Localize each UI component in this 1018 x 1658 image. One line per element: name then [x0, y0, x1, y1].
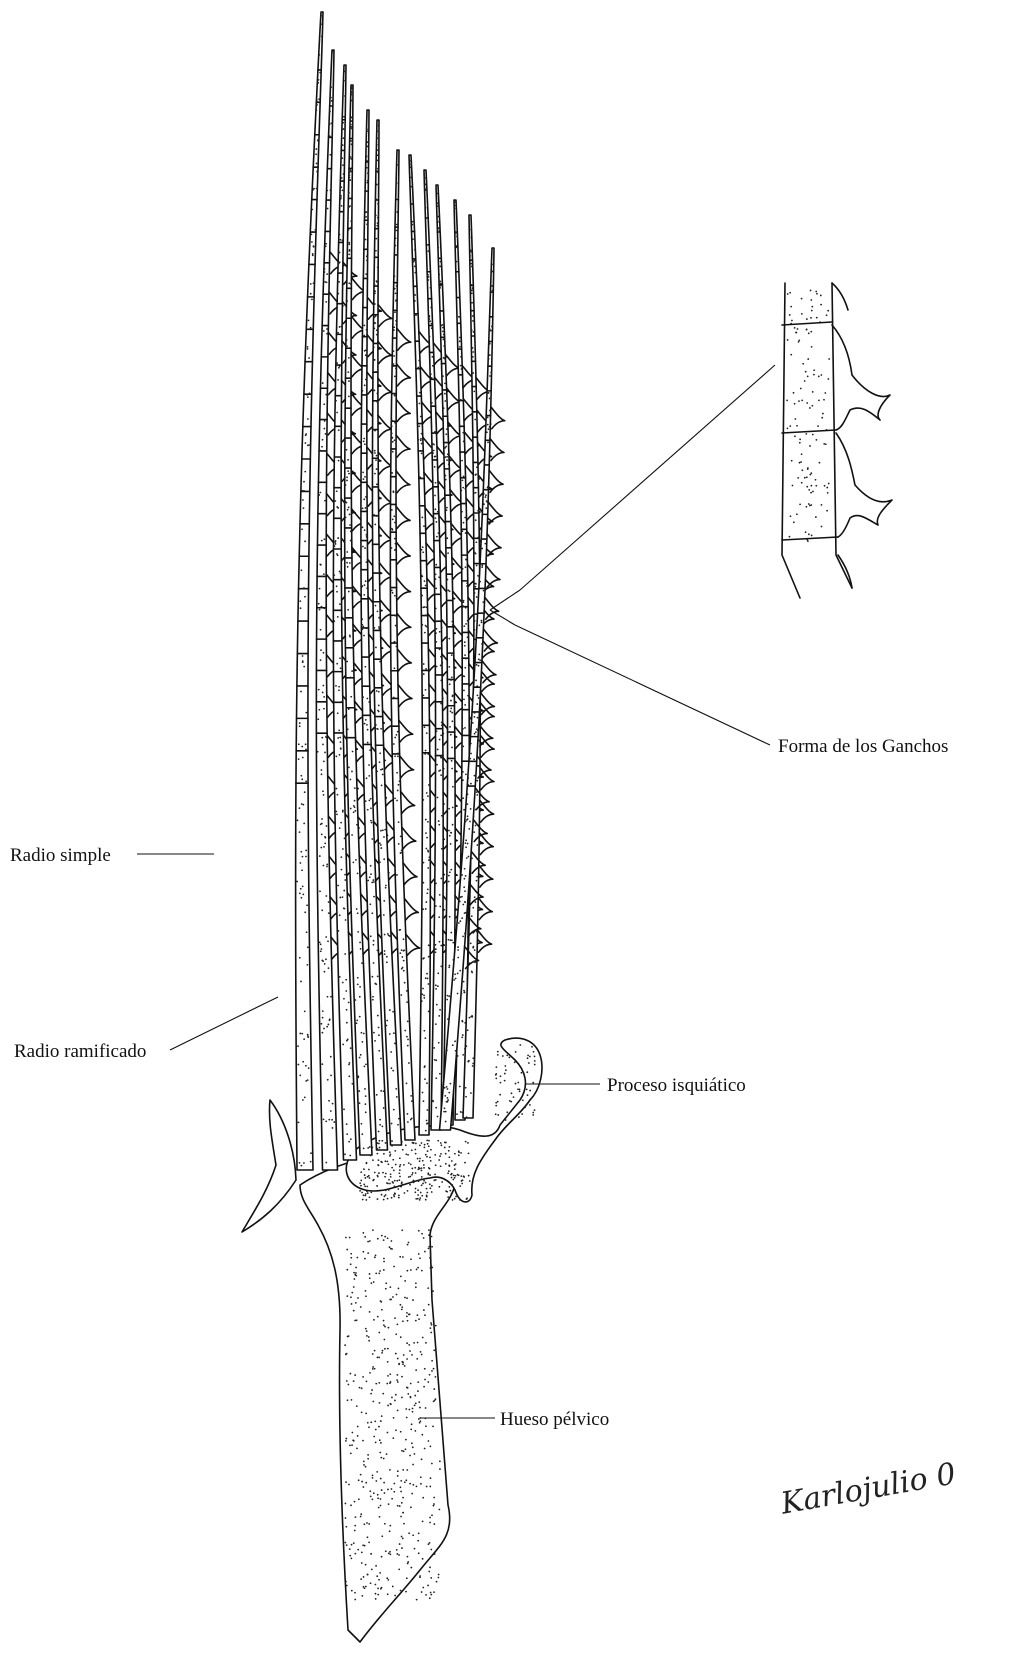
label-hueso-pelvico: Hueso pélvico	[500, 1409, 609, 1430]
label-radio-simple: Radio simple	[10, 845, 111, 866]
pelvic-bone	[300, 1140, 457, 1642]
leader-lines	[137, 365, 775, 1418]
artist-signature: Karlojulio 0	[777, 1456, 958, 1521]
hook-detail-inset	[782, 283, 892, 598]
label-forma-de-los-ganchos: Forma de los Ganchos	[778, 736, 948, 757]
side-spine	[242, 1100, 296, 1232]
label-proceso-isquiatico: Proceso isquiático	[607, 1075, 746, 1096]
label-radio-ramificado: Radio ramificado	[14, 1041, 146, 1062]
